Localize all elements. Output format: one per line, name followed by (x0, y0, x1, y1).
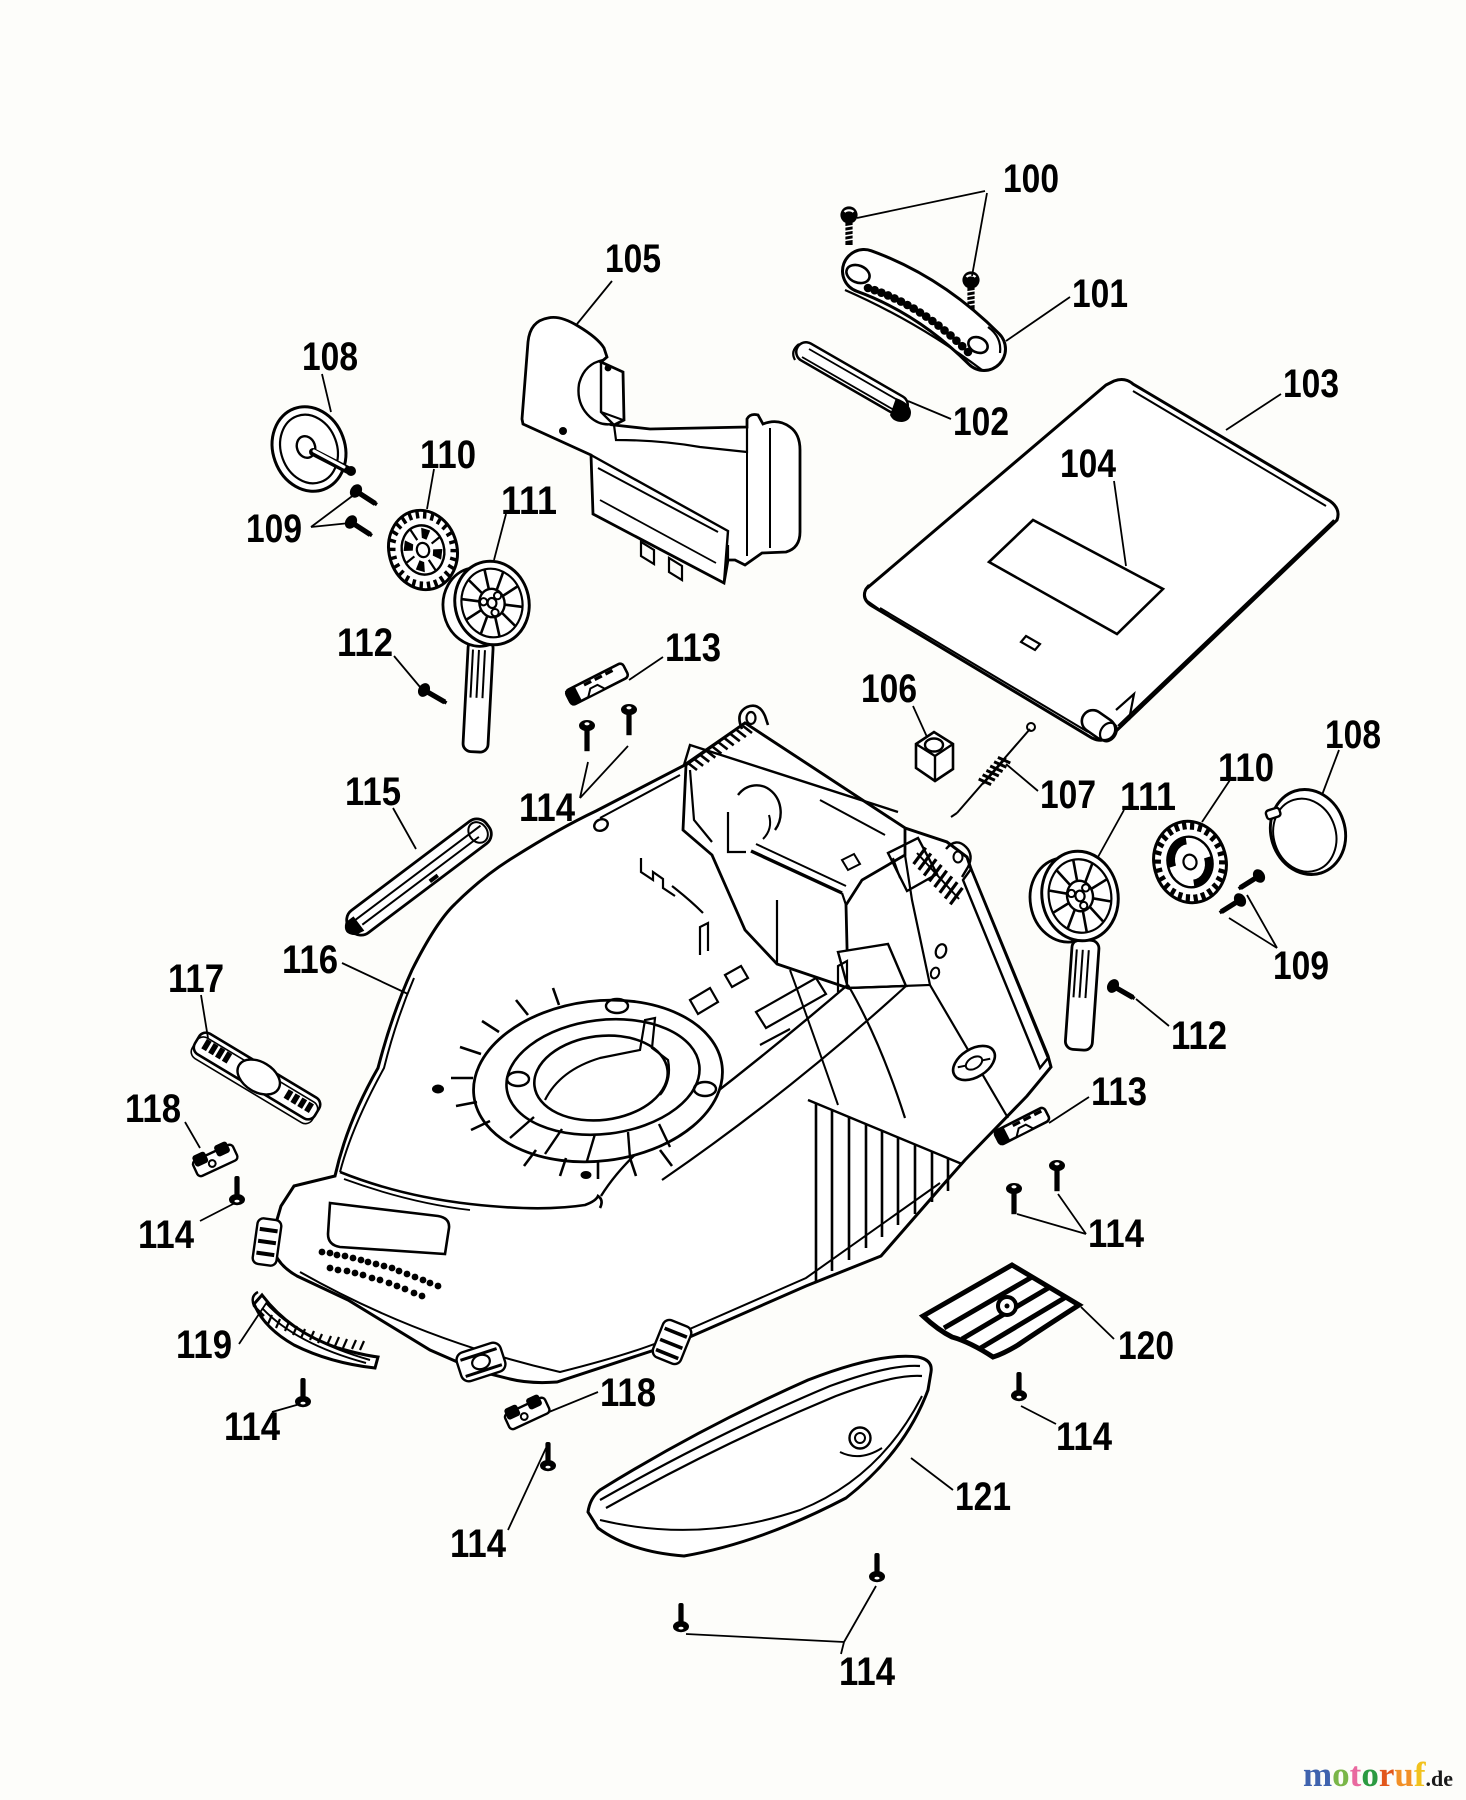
svg-text:108: 108 (1325, 713, 1381, 757)
svg-text:111: 111 (501, 479, 557, 523)
svg-text:114: 114 (839, 1650, 896, 1694)
svg-text:114: 114 (450, 1522, 507, 1566)
svg-text:motoruf.de: motoruf.de (1303, 1755, 1453, 1794)
svg-text:114: 114 (224, 1405, 281, 1449)
svg-text:114: 114 (138, 1213, 195, 1257)
svg-text:116: 116 (282, 938, 338, 982)
svg-text:113: 113 (665, 626, 721, 670)
svg-text:113: 113 (1091, 1070, 1147, 1114)
svg-text:114: 114 (1088, 1212, 1145, 1256)
svg-text:114: 114 (1056, 1415, 1113, 1459)
svg-text:108: 108 (302, 335, 358, 379)
svg-text:115: 115 (345, 770, 401, 814)
svg-text:105: 105 (605, 237, 661, 281)
svg-text:118: 118 (125, 1087, 181, 1131)
svg-text:118: 118 (600, 1371, 656, 1415)
svg-text:107: 107 (1040, 773, 1096, 817)
svg-text:110: 110 (420, 433, 476, 477)
svg-text:103: 103 (1283, 362, 1339, 406)
svg-text:110: 110 (1218, 746, 1274, 790)
svg-text:104: 104 (1060, 442, 1117, 486)
svg-text:119: 119 (176, 1323, 232, 1367)
svg-text:100: 100 (1003, 157, 1059, 201)
svg-text:112: 112 (337, 621, 393, 665)
svg-text:109: 109 (246, 507, 302, 551)
svg-text:112: 112 (1171, 1014, 1227, 1058)
svg-text:121: 121 (955, 1475, 1011, 1519)
svg-text:109: 109 (1273, 944, 1329, 988)
svg-text:102: 102 (953, 400, 1009, 444)
svg-text:120: 120 (1118, 1324, 1174, 1368)
svg-text:117: 117 (168, 957, 224, 1001)
svg-text:114: 114 (519, 786, 576, 830)
svg-text:101: 101 (1072, 272, 1128, 316)
svg-text:106: 106 (861, 667, 917, 711)
svg-text:111: 111 (1120, 775, 1176, 819)
